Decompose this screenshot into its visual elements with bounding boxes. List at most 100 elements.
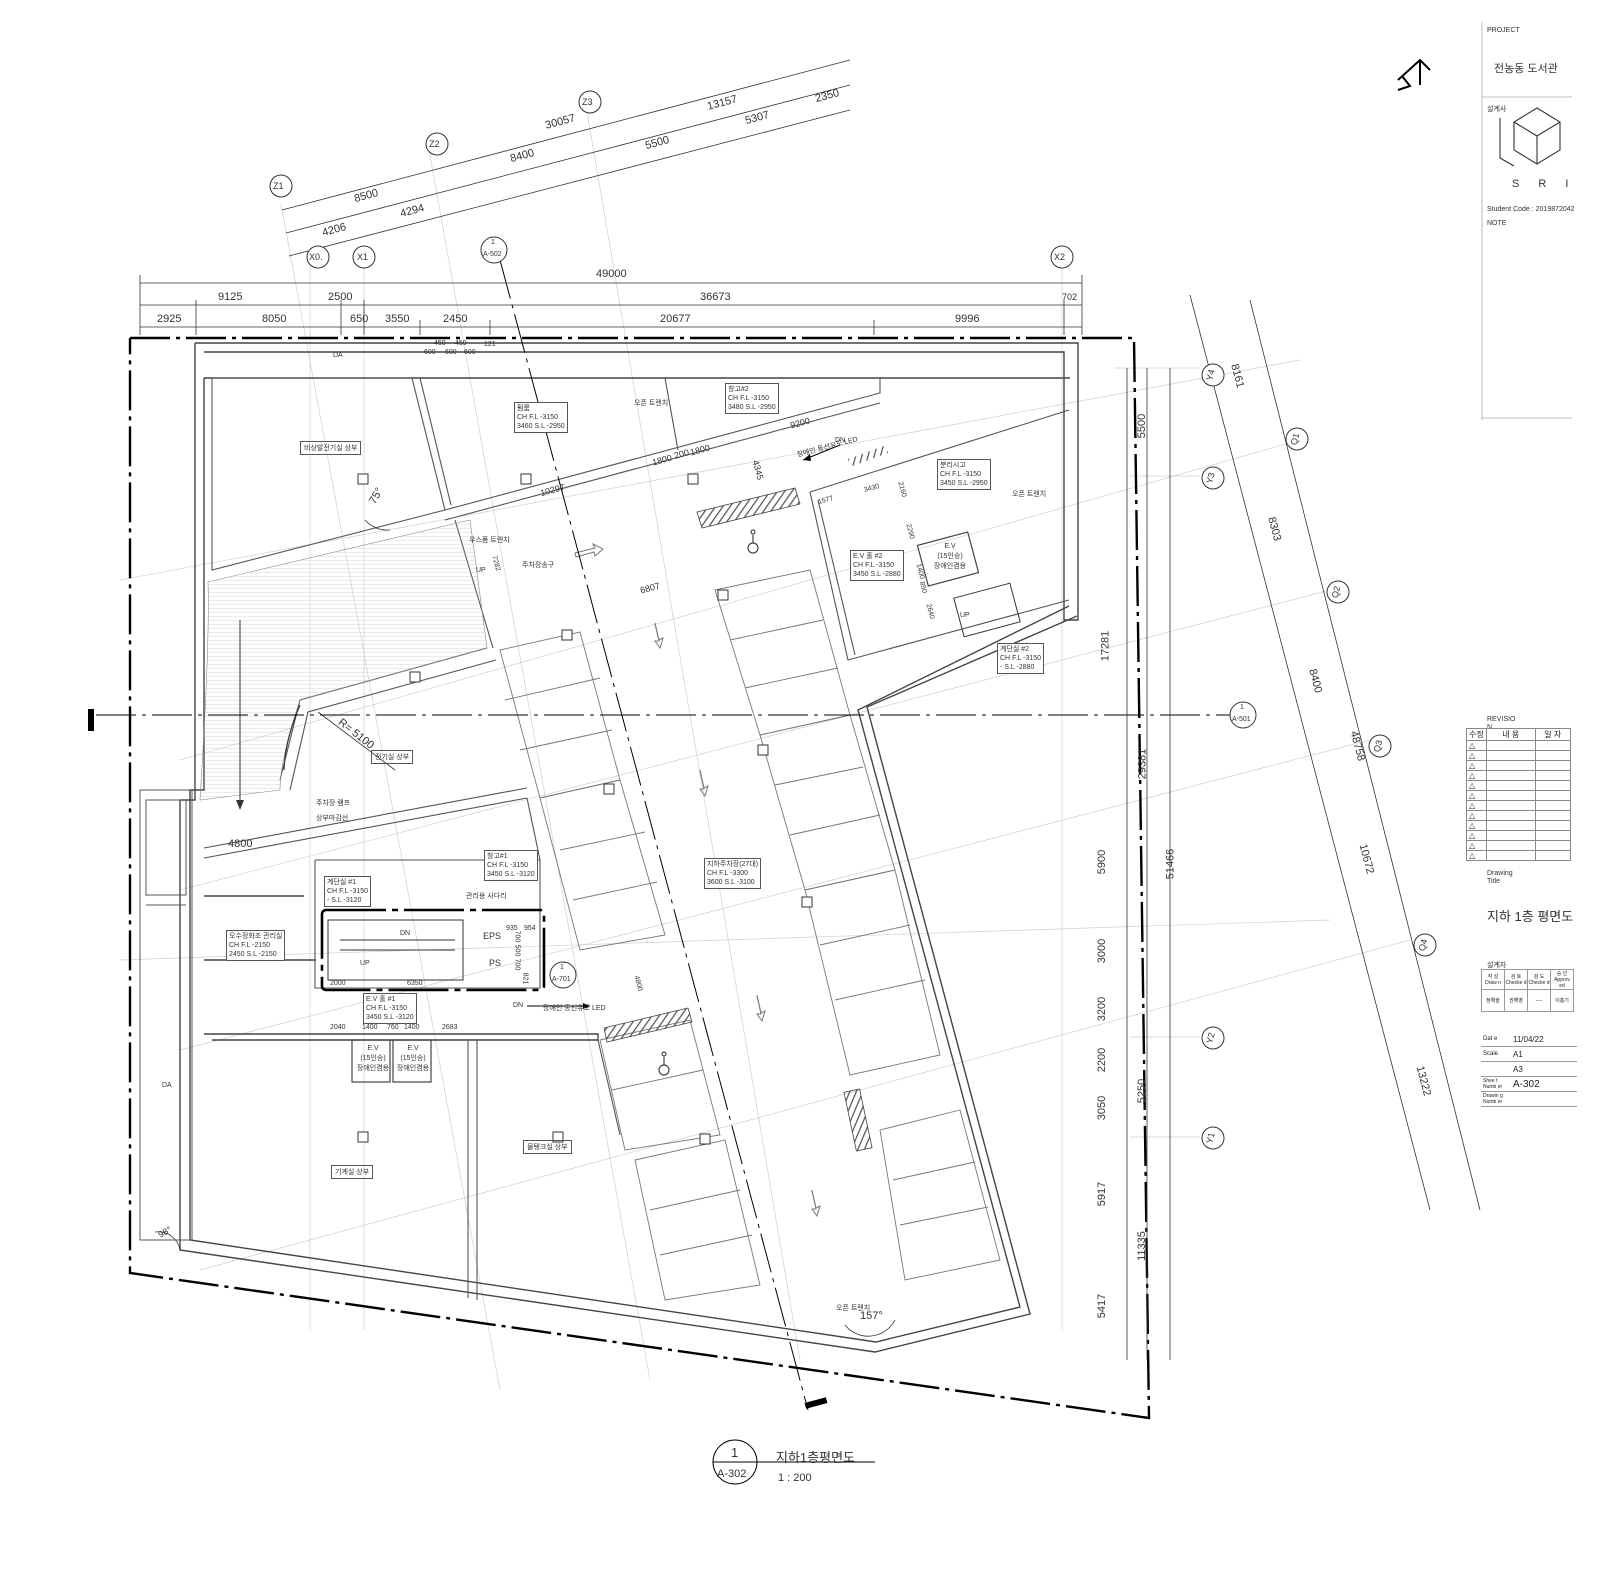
room-sl: -2950	[969, 480, 988, 487]
sl-label: S.L	[534, 423, 545, 430]
fl-label: F.L	[241, 942, 251, 949]
ev-type: 장애인겸용	[356, 1065, 390, 1072]
ev-text: E.V	[367, 1045, 379, 1052]
dim-label: 36673	[700, 291, 731, 303]
right-dim: 3050	[1096, 1095, 1109, 1121]
room-info-box: 창고#2 CH F.L -3150 3480 S.L -2950	[725, 383, 779, 414]
interior-dim: 1400	[404, 1024, 420, 1031]
ch-label: CH	[487, 862, 498, 869]
room-name: E.V 홀 #2	[853, 553, 883, 560]
ch-label: CH	[517, 414, 528, 421]
fl-label: F.L	[529, 414, 539, 421]
room-fl: -3150	[963, 471, 982, 478]
dim-label: 3550	[385, 313, 410, 325]
room-sl: -2950	[546, 423, 565, 430]
sl-label: S.L	[504, 871, 515, 878]
ch-label: CH	[366, 1005, 377, 1012]
room-ch: 2450	[229, 951, 245, 958]
stair-core-1	[327, 919, 464, 981]
room-name: 비상발전기실 상부	[300, 441, 362, 455]
scale-a3: A3	[1511, 1061, 1577, 1077]
fl-label: F.L	[1012, 655, 1022, 662]
room-info-box: 분리시고 CH F.L -3150 3450 S.L -2950	[937, 459, 991, 490]
room-ch: 3480	[728, 404, 744, 411]
ev-label-2: E.V (15인승) 장애인겸용	[396, 1044, 430, 1074]
grid-bubble-x2: X2	[1054, 252, 1066, 262]
ramp-line-label: 상부마감선	[316, 815, 349, 822]
room-sl: -3120	[343, 897, 362, 904]
dim-small: 600	[424, 349, 436, 356]
room-info-box: 창고#1 CH F.L -3150 3450 S.L -3120	[484, 850, 538, 881]
grid-bubble-x0: X0.	[309, 252, 323, 262]
partitions	[203, 377, 1070, 1300]
dim-small: 121	[484, 341, 496, 348]
room-ch: 3450	[853, 571, 869, 578]
sheet-label: Shee t Numb er	[1481, 1076, 1511, 1092]
grid-bubble-z3: Z3	[582, 97, 593, 107]
dn-label: DN	[513, 1002, 524, 1009]
project-name: 전농동 도서관	[1494, 63, 1558, 75]
revision-header: 일 자	[1534, 728, 1571, 741]
north-arrow-icon	[1397, 58, 1431, 91]
ev-label-3: E.V (15인승) 장애인겸용	[929, 542, 971, 572]
room-name: 오수정화조 관리실	[229, 933, 283, 940]
disabled-route-label: 장애인 동선유도 LED	[543, 1005, 606, 1012]
scale-a1: A1	[1511, 1046, 1577, 1062]
scale-label: Scale	[1481, 1046, 1511, 1062]
interior-dim: 2040	[330, 1024, 346, 1031]
dn-label: DN	[400, 930, 411, 937]
open-trench-label: 오픈 트렌치	[1012, 491, 1047, 498]
drawing-scale: 1 : 200	[778, 1472, 812, 1484]
ch-label: CH	[728, 395, 739, 402]
ch-label: CH	[327, 888, 338, 895]
room-info-box: 계단실 #2 CH F.L -3150 - S.L -2880	[997, 643, 1045, 674]
drain-trench-label: 우스폼 트렌치	[469, 537, 510, 544]
room-name: 기계실 상부	[331, 1165, 374, 1179]
revision-label: REVISIO N	[1487, 716, 1516, 731]
room-sl: -2880	[882, 571, 901, 578]
right-dim: 5417	[1096, 1293, 1109, 1319]
date-value: 11/04/22	[1511, 1032, 1577, 1047]
section-cut-bottom	[804, 1397, 828, 1409]
columns	[357, 473, 813, 1145]
room-name: 지하주차장(27대)	[707, 861, 759, 868]
open-trench-label: 오픈 트렌치	[836, 1305, 871, 1312]
dn-label: DN	[835, 437, 846, 444]
title-block-drawing-title: 지하 1층 평면도	[1487, 909, 1574, 924]
dim-label: 9125	[218, 291, 243, 303]
revision-header: 수정	[1466, 728, 1487, 741]
sl-label: S.L	[246, 951, 257, 958]
interior-dim: 935	[506, 925, 518, 932]
designer-label: 설계사	[1487, 106, 1507, 113]
room-ch: 3450	[940, 480, 956, 487]
accessible-bay-hatch	[696, 487, 801, 529]
up-label: UP	[360, 960, 370, 967]
angle-label: 157°	[860, 1310, 883, 1322]
room-sl: -3120	[395, 1014, 414, 1021]
interior-dim: 6350	[407, 980, 423, 987]
dim-label: 9996	[955, 313, 980, 325]
room-name: 계단실 #2	[1000, 646, 1030, 653]
sl-label: S.L	[745, 404, 756, 411]
dim-label: 8050	[262, 313, 287, 325]
room-sl: -3120	[516, 871, 535, 878]
stair-core-2	[953, 582, 1021, 638]
drawing-title: 지하1층평면도	[776, 1450, 855, 1465]
room-name: 전기실 상부	[371, 750, 414, 764]
parking-bays	[499, 569, 1001, 1301]
room-name: E.V 홀 #1	[366, 996, 396, 1003]
ev-type: 장애인겸용	[396, 1065, 430, 1072]
revision-table: 수정 내 용 일 자 △ △ △ △ △ △ △ △ △ △ △ △	[1466, 728, 1571, 861]
interior-dim: 4800	[228, 838, 253, 850]
interior-dim: 2000	[330, 980, 346, 987]
room-sl: -2150	[258, 951, 277, 958]
interior-dim: 1400	[362, 1024, 378, 1031]
da-label: DA	[333, 352, 343, 359]
da-label: DA	[162, 1082, 172, 1089]
section-mark-ref: A-701	[552, 976, 571, 983]
ev-capacity: (15인승)	[360, 1055, 386, 1062]
grid-bubble-x1: X1	[357, 252, 369, 262]
room-name: 창고#2	[728, 386, 749, 393]
